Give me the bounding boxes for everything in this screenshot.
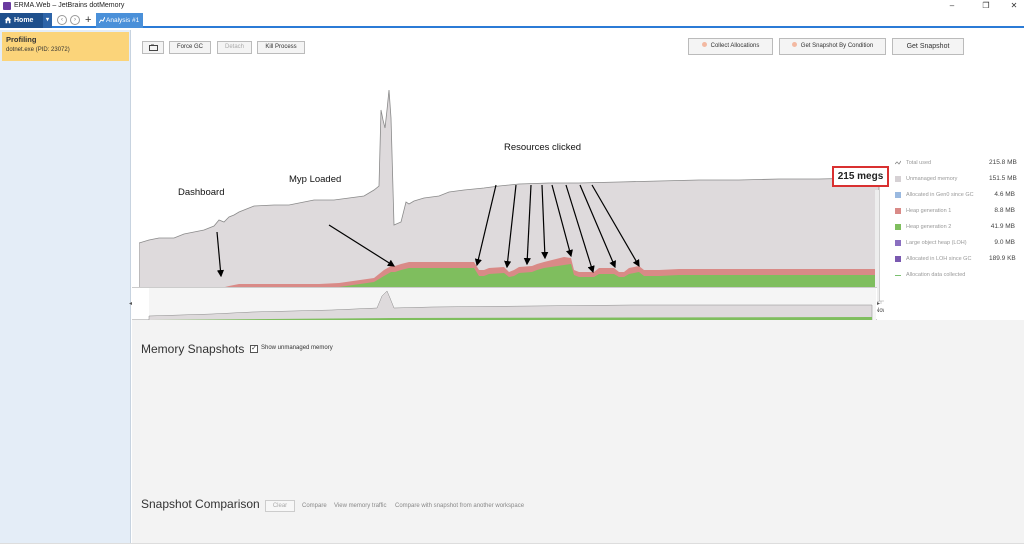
- legend-swatch: [895, 224, 901, 230]
- overview-mini-chart: [148, 288, 876, 322]
- camera-icon: [148, 44, 158, 51]
- screenshot-button[interactable]: [142, 41, 164, 54]
- legend-swatch: [895, 192, 901, 198]
- collect-allocations-label: Collect Allocations: [710, 43, 760, 49]
- legend-swatch: [895, 256, 901, 262]
- record-icon: [791, 41, 797, 47]
- myp-loaded-annotation: Myp Loaded: [289, 174, 342, 185]
- dashboard-annotation: Dashboard: [178, 187, 225, 198]
- now-marker: [875, 190, 879, 301]
- tab-home[interactable]: Home ▾: [0, 13, 52, 28]
- forward-icon[interactable]: ›: [70, 15, 80, 25]
- legend-swatch: [895, 208, 901, 214]
- resource-arrow-4: [541, 184, 549, 260]
- snapshots-panel: Memory Snapshots ✓ Show unmanaged memory…: [132, 320, 1024, 543]
- overview-total-area: [148, 290, 873, 322]
- resources-clicked-annotation: Resources clicked: [504, 142, 582, 153]
- record-icon: [701, 41, 707, 47]
- back-icon[interactable]: ‹: [57, 15, 67, 25]
- home-icon: [4, 16, 12, 24]
- view-memory-traffic-link[interactable]: View memory traffic: [334, 503, 387, 509]
- new-tab-button[interactable]: +: [85, 14, 92, 26]
- maximize-button[interactable]: ❐: [982, 1, 990, 10]
- memory-callout-box: 215 megs: [832, 166, 889, 187]
- memory-snapshots-title: Memory Snapshots: [141, 342, 245, 356]
- legend-item: Large object heap (LOH)9.0 MB: [895, 237, 1024, 253]
- tab-bar: Home ▾ ‹ › + Analysis #1: [0, 13, 1024, 28]
- scroll-right-icon[interactable]: ▸: [877, 301, 881, 307]
- clear-button[interactable]: Clear: [265, 500, 295, 512]
- dashboard-arrow: [216, 231, 225, 278]
- detach-button[interactable]: Detach: [217, 41, 252, 54]
- legend-swatch: [895, 240, 901, 246]
- legend-item: Allocation data collected: [895, 269, 1024, 285]
- legend-swatch: [895, 275, 901, 276]
- force-gc-button[interactable]: Force GC: [169, 41, 211, 54]
- title-bar: ERMA.Web – JetBrains dotMemory – ❐ ✕: [0, 0, 1024, 12]
- analysis-tab-label: Analysis #1: [106, 17, 140, 24]
- resource-arrow-8: [591, 184, 640, 268]
- snapshot-by-condition-label: Get Snapshot By Condition: [800, 43, 874, 49]
- overview-strip[interactable]: ◂ ▸: [129, 287, 881, 322]
- window-title: ERMA.Web – JetBrains dotMemory: [14, 2, 125, 9]
- collect-allocations-button[interactable]: Collect Allocations: [688, 38, 773, 55]
- snapshot-by-condition-button[interactable]: Get Snapshot By Condition: [779, 38, 886, 55]
- get-snapshot-button[interactable]: Get Snapshot: [892, 38, 964, 55]
- close-button[interactable]: ✕: [1010, 1, 1018, 10]
- show-unmanaged-label: Show unmanaged memory: [261, 345, 333, 351]
- sidebar: Profiling dotnet.exe (PID: 23072): [0, 30, 131, 543]
- resource-arrow-6: [565, 184, 595, 274]
- tab-analysis[interactable]: Analysis #1: [96, 13, 143, 28]
- profiling-heading: Profiling: [6, 35, 37, 44]
- memory-timeline-chart[interactable]: 5 s10 s15 s20 s25 s30 s35 s40 s45 s50 s5…: [139, 70, 884, 320]
- resource-arrow-3: [523, 184, 532, 266]
- profiling-session-card[interactable]: Profiling dotnet.exe (PID: 23072): [2, 32, 129, 61]
- status-bar: [0, 543, 1024, 555]
- legend-swatch: [895, 176, 901, 182]
- minimize-button[interactable]: –: [949, 1, 955, 10]
- x-tick-label: Now: [875, 308, 884, 314]
- trend-line-icon: [895, 160, 901, 165]
- home-tab-label: Home: [14, 17, 34, 24]
- kill-process-button[interactable]: Kill Process: [257, 41, 305, 54]
- myp-loaded-arrow: [328, 224, 396, 267]
- snapshot-comparison-title: Snapshot Comparison: [141, 497, 260, 511]
- resource-arrow-2: [504, 184, 517, 269]
- compare-workspace-link[interactable]: Compare with snapshot from another works…: [395, 503, 525, 509]
- compare-link[interactable]: Compare: [302, 503, 327, 509]
- resource-arrow-7: [579, 184, 616, 269]
- process-label: dotnet.exe (PID: 23072): [6, 47, 70, 53]
- home-dropdown-icon[interactable]: ▾: [43, 13, 52, 28]
- scroll-left-icon[interactable]: ◂: [129, 301, 133, 307]
- analysis-icon: [99, 17, 105, 23]
- show-unmanaged-checkbox[interactable]: ✓: [250, 345, 258, 353]
- app-icon: [3, 2, 11, 10]
- resource-arrow-1: [474, 184, 497, 267]
- total-used-area: [139, 89, 880, 302]
- resource-arrow-5: [551, 184, 573, 258]
